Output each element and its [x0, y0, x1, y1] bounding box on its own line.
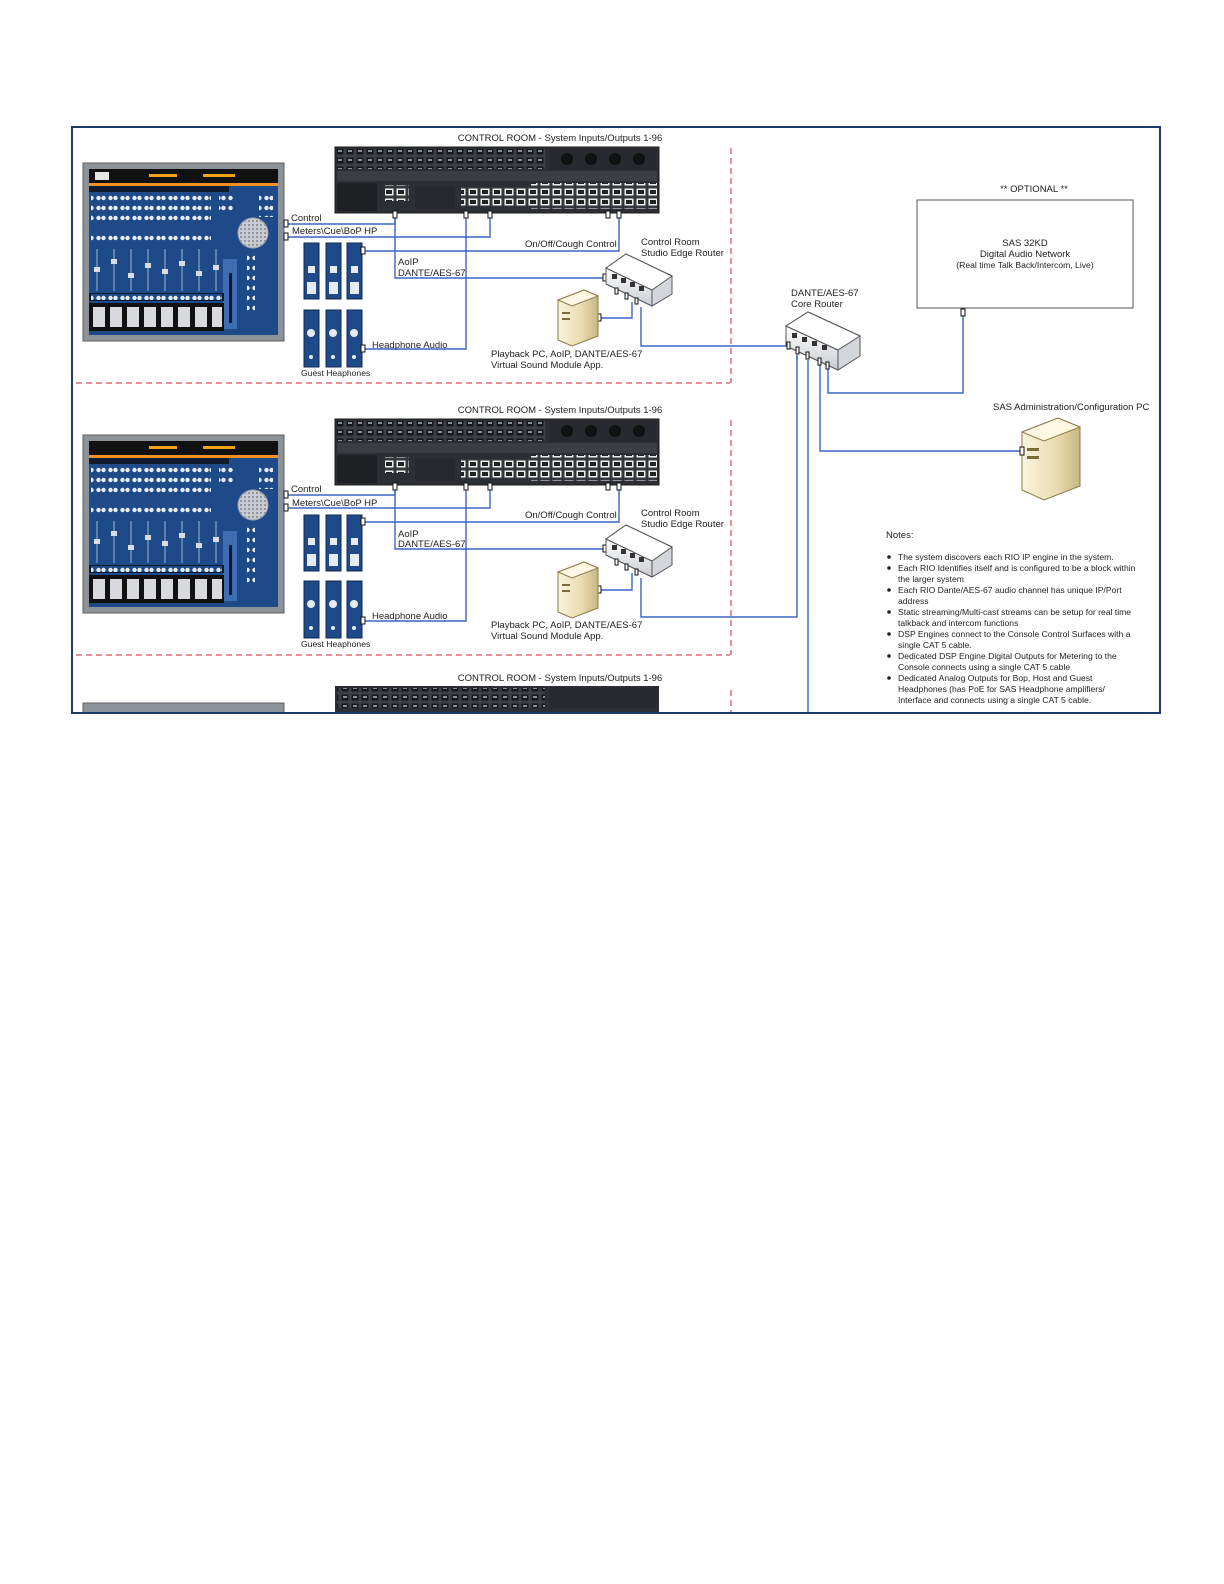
- meters-label: Meters\Cue\BoP HP: [292, 498, 377, 509]
- note-item: The system discovers each RIO IP engine …: [887, 552, 1114, 562]
- bullet-icon: [887, 555, 891, 559]
- headphone-modules-top: [303, 242, 363, 300]
- headphone-audio-label: Headphone Audio: [372, 340, 448, 351]
- note-text: Static streaming/Multi-cast streams can …: [898, 607, 1131, 617]
- note-item: Dedicated DSP Engine Digital Outputs for…: [887, 651, 1117, 672]
- playback-label-1: Playback PC, AoIP, DANTE/AES-67: [491, 620, 642, 631]
- console-surface: [82, 434, 285, 614]
- dsp-engine-rack: [334, 418, 660, 486]
- sas-32kd-box: [916, 199, 1134, 309]
- cable-connectors: [283, 210, 622, 353]
- note-text: Dedicated DSP Engine Digital Outputs for…: [898, 651, 1117, 661]
- control-label: Control: [291, 213, 322, 224]
- note-item: Each RIO Dante/AES-67 audio channel has …: [887, 585, 1122, 606]
- section-separators: [76, 148, 732, 712]
- playback-label-2: Virtual Sound Module App.: [491, 631, 603, 642]
- bullet-icon: [887, 588, 891, 592]
- edge-router-label-2: Studio Edge Router: [641, 519, 724, 530]
- guest-headphone-modules: [303, 580, 363, 639]
- bullet-icon: [887, 566, 891, 570]
- note-text: Console connects using a single CAT 5 ca…: [898, 662, 1070, 672]
- core-router-label-1: DANTE/AES-67: [791, 288, 859, 299]
- optional-header: ** OPTIONAL **: [1000, 184, 1068, 195]
- console-surface: [82, 702, 285, 712]
- note-text: Interface and connects using a single CA…: [898, 695, 1091, 705]
- core-router-cables: [796, 312, 1022, 712]
- guest-headphone-modules: [303, 309, 363, 368]
- headphone-modules-top: [303, 514, 363, 572]
- note-text: Headphones (has PoE for SAS Headphone am…: [898, 684, 1105, 694]
- bullet-icon: [887, 654, 891, 658]
- cable-connectors: [283, 482, 622, 625]
- edge-router-label-1: Control Room: [641, 508, 700, 519]
- aoip-protocol-label: DANTE/AES-67: [398, 539, 466, 550]
- cables-section-2: [286, 355, 798, 622]
- note-text: The system discovers each RIO IP engine …: [898, 552, 1114, 562]
- dsp-engine-rack: [334, 146, 660, 214]
- core-router-label-2: Core Router: [791, 299, 843, 310]
- aoip-label: AoIP: [398, 257, 419, 268]
- sas-32kd-title: SAS 32KD: [1002, 238, 1048, 249]
- playback-label-1: Playback PC, AoIP, DANTE/AES-67: [491, 349, 642, 360]
- section-title: CONTROL ROOM - System Inputs/Outputs 1-9…: [458, 133, 662, 144]
- playback-pc: [556, 561, 600, 619]
- admin-pc: [1019, 417, 1082, 501]
- core-router-switch: [784, 311, 862, 371]
- note-item: Static streaming/Multi-cast streams can …: [887, 607, 1131, 628]
- bullet-icon: [887, 610, 891, 614]
- edge-router-switch: [605, 524, 673, 578]
- note-text: Dedicated Analog Outputs for Bop, Host a…: [898, 673, 1093, 683]
- onoff-label: On/Off/Cough Control: [525, 510, 617, 521]
- note-item: Each RIO Identifies itself and is config…: [887, 563, 1136, 584]
- notes-list: The system discovers each RIO IP engine …: [887, 552, 1136, 705]
- section-title: CONTROL ROOM - System Inputs/Outputs 1-9…: [458, 673, 662, 684]
- playback-label-2: Virtual Sound Module App.: [491, 360, 603, 371]
- note-item: Dedicated Analog Outputs for Bop, Host a…: [887, 673, 1105, 705]
- playback-pc: [556, 289, 600, 347]
- control-room-section-2: CONTROL ROOM - System Inputs/Outputs 1-9…: [82, 355, 798, 649]
- sas-32kd-description: (Real time Talk Back/Intercom, Live): [956, 260, 1094, 270]
- section-title: CONTROL ROOM - System Inputs/Outputs 1-9…: [458, 405, 662, 416]
- dsp-engine-rack: [335, 686, 659, 712]
- note-text: DSP Engines connect to the Console Contr…: [898, 629, 1131, 639]
- headphone-audio-label: Headphone Audio: [372, 611, 448, 622]
- aoip-label: AoIP: [398, 529, 419, 540]
- guest-headphones-label: Guest Heaphones: [301, 639, 370, 649]
- notes-block: Notes: The system discovers each RIO IP …: [886, 530, 1136, 705]
- aoip-protocol-label: DANTE/AES-67: [398, 268, 466, 279]
- sas-32kd-subtitle: Digital Audio Network: [980, 249, 1071, 260]
- meters-label: Meters\Cue\BoP HP: [292, 226, 377, 237]
- note-item: DSP Engines connect to the Console Contr…: [887, 629, 1131, 650]
- note-text: Each RIO Dante/AES-67 audio channel has …: [898, 585, 1122, 595]
- control-label: Control: [291, 484, 322, 495]
- edge-router-switch: [605, 253, 673, 307]
- bullet-icon: [887, 676, 891, 680]
- onoff-label: On/Off/Cough Control: [525, 239, 617, 250]
- note-text: address: [898, 596, 929, 606]
- note-text: talkback and intercom functions: [898, 618, 1018, 628]
- admin-pc-label: SAS Administration/Configuration PC: [993, 402, 1149, 413]
- note-text: Each RIO Identifies itself and is config…: [898, 563, 1136, 573]
- control-room-section-1: CONTROL ROOM - System Inputs/Outputs 1-9…: [82, 133, 788, 378]
- bullet-icon: [887, 632, 891, 636]
- note-text: single CAT 5 cable.: [898, 640, 972, 650]
- edge-router-label-2: Studio Edge Router: [641, 248, 724, 259]
- notes-title: Notes:: [886, 530, 913, 541]
- note-text: the larger system: [898, 574, 964, 584]
- console-surface: [82, 162, 285, 342]
- guest-headphones-label: Guest Heaphones: [301, 368, 370, 378]
- control-room-section-3: CONTROL ROOM - System Inputs/Outputs 1-9…: [82, 673, 662, 712]
- cable-connector: [960, 308, 966, 317]
- edge-router-label-1: Control Room: [641, 237, 700, 248]
